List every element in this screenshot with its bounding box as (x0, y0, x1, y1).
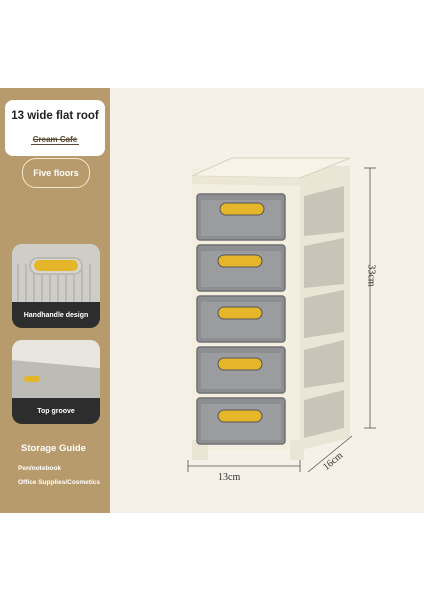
height-label: 33cm (365, 264, 377, 287)
width-label: 13cm (218, 472, 241, 483)
detail-label-handle: Handhandle design (23, 311, 89, 319)
floors-pill: Five floors (22, 158, 90, 188)
title-card: 13 wide flat roof Cream Cafe (5, 100, 105, 156)
dimension-lines (187, 167, 376, 473)
detail-card-groove: Top groove (12, 340, 100, 424)
detail-label-groove: Top groove (37, 407, 75, 415)
product-subtitle: Cream Cafe (30, 135, 80, 145)
guide-item: Pen/notebook (18, 465, 61, 472)
groove-detail-photo (12, 340, 100, 398)
drawer-5 (196, 397, 286, 445)
drawer-unit-illustration (187, 157, 376, 473)
detail-card-handle: Handhandle design (12, 244, 100, 328)
drawer-1 (196, 193, 286, 241)
handle-detail-photo (12, 244, 100, 302)
drawer-4 (196, 346, 286, 394)
groove-detail-illustration (12, 340, 100, 398)
product-title: 13 wide flat roof (11, 110, 99, 122)
handle-detail-illustration (12, 244, 100, 302)
product-image: 13 wide flat roof Cream Cafe Five floors (0, 88, 424, 513)
guide-item: Office Supplies/Cosmetics (18, 479, 100, 486)
storage-guide-title: Storage Guide (21, 443, 86, 454)
sidebar-panel: 13 wide flat roof Cream Cafe Five floors (0, 88, 110, 513)
drawer-3 (196, 295, 286, 343)
drawer-2 (196, 244, 286, 292)
